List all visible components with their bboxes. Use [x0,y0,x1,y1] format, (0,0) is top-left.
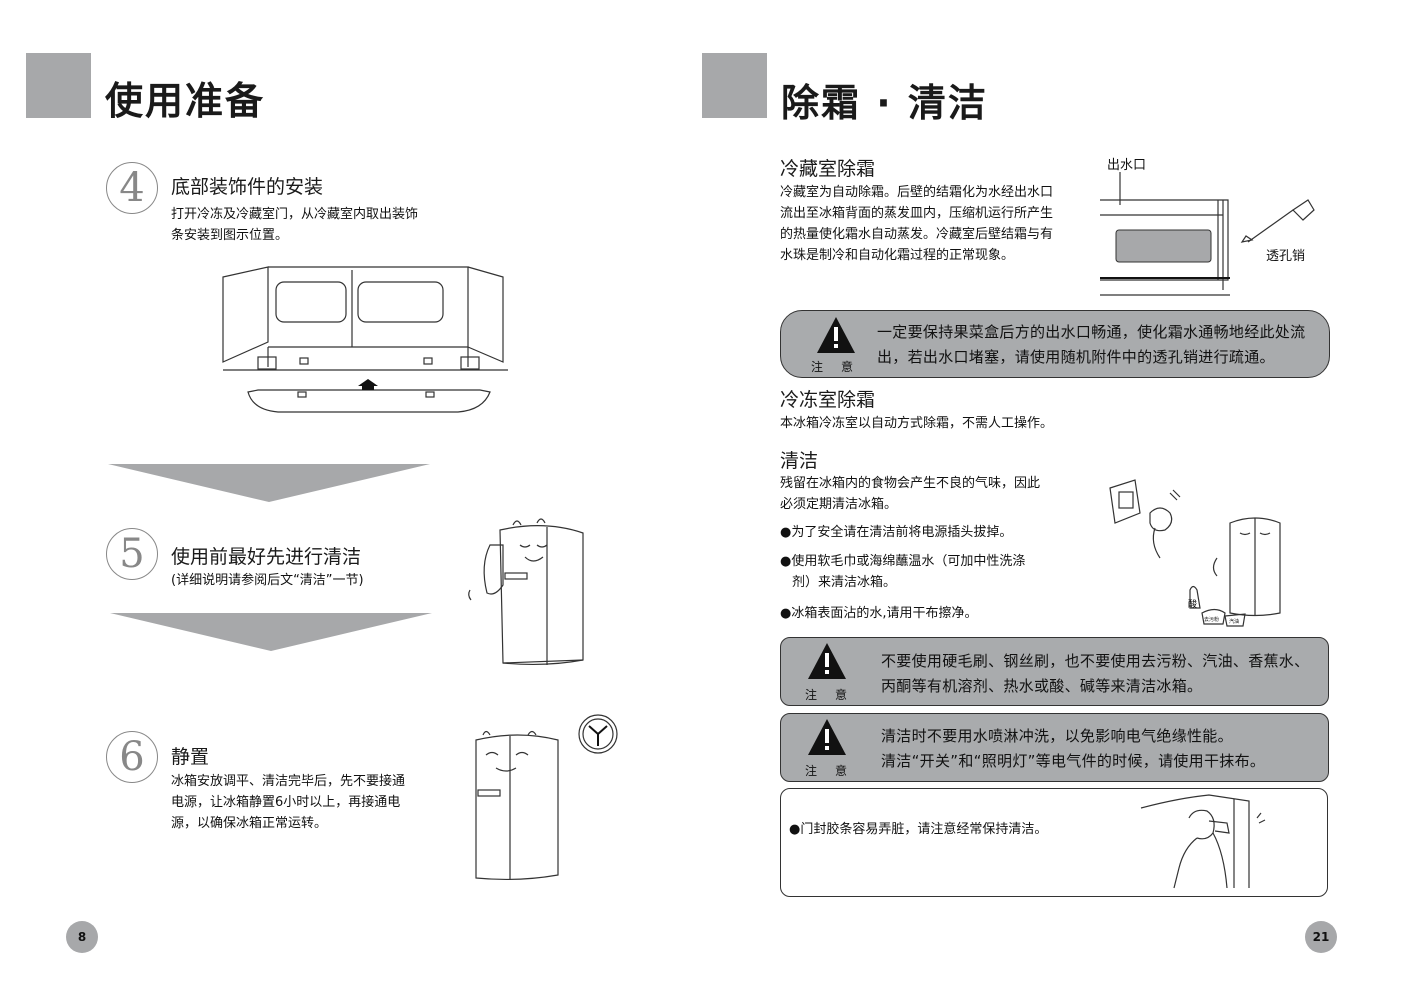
step4-line1: 打开冷冻及冷藏室门，从冷藏室内取出装饰 [171,207,419,222]
warning1-line1: 一定要保持果菜盒后方的出水口畅通，使化霜水通畅地经此处流 [877,323,1306,341]
fridge-defrost-text: 冷藏室为自动除霜。后壁的结霜化为水经出水口 流出至冰箱背面的蒸发皿内，压缩机运行… [780,182,1080,266]
warning-icon [808,643,846,679]
bottle-label-gasoline: 汽油 [1229,618,1239,625]
warning-text-1: 一定要保持果菜盒后方的出水口畅通，使化霜水通畅地经此处流 出，若出水口堵塞，请使… [877,320,1327,370]
step-arrow-2 [110,613,432,651]
right-page-number: 21 [1305,921,1337,953]
left-header-block [26,53,91,118]
warning-icon [817,317,855,353]
unplug-cleaning-illustration: 酸 去污粉 汽油 [1109,479,1281,627]
cleaning-bullet-2: ●使用软毛巾或海绵蘸温水（可加中性洗涤 [780,554,1026,569]
step5-number: 5 [106,528,158,580]
step5-title: 使用前最好先进行清洁 [171,546,362,568]
gasket-note-box: ●门封胶条容易弄脏，请注意经常保持清洁。 [780,788,1328,897]
warning-label-3: 注意 [805,764,866,778]
cleaning-bullet-3: ●冰箱表面沾的水,请用干布擦净。 [780,606,978,621]
warning-text-2: 不要使用硬毛刷、钢丝刷，也不要使用去污粉、汽油、香蕉水、 丙酮等有机溶剂、热水或… [881,649,1326,699]
step6-line1: 冰箱安放调平、清洁完毕后，先不要接通 [171,774,406,789]
step-arrow-1 [108,464,430,502]
drain-outlet-illustration [1100,172,1315,296]
warning3-line1: 清洁时不要用水喷淋冲洗，以免影响电气绝缘性能。 [881,727,1233,745]
pin-label: 透孔销 [1266,249,1306,264]
cleaning-line2: 必须定期清洁冰箱。 [780,497,898,512]
fridge-defrost-line3: 的热量使化霜水自动蒸发。冷藏室后壁结霜与有 [780,227,1054,242]
step4-text: 打开冷冻及冷藏室门，从冷藏室内取出装饰 条安装到图示位置。 [171,204,441,246]
warning-icon [808,719,846,755]
warning2-line1: 不要使用硬毛刷、钢丝刷，也不要使用去污粉、汽油、香蕉水、 [881,652,1310,670]
fridge-defrost-line4: 水珠是制冷和自动化霜过程的正常现象。 [780,248,1015,263]
fridge-defrost-line1: 冷藏室为自动除霜。后壁的结霜化为水经出水口 [780,185,1054,200]
outlet-label: 出水口 [1107,158,1147,173]
step5-text: (详细说明请参阅后文“清洁”一节) [171,570,441,591]
cleaning-bullet-2-cont: 剂）来清洁冰箱。 [792,575,897,590]
step5-line1: (详细说明请参阅后文“清洁”一节) [171,573,364,588]
step6-line3: 源，以确保冰箱正常运转。 [171,816,328,831]
left-page-title: 使用准备 [105,79,266,123]
warning-box-2: 注意 不要使用硬毛刷、钢丝刷，也不要使用去污粉、汽油、香蕉水、 丙酮等有机溶剂、… [780,637,1329,706]
gasket-note-text: ●门封胶条容易弄脏，请注意经常保持清洁。 [789,822,1048,837]
step4-title: 底部装饰件的安装 [171,176,324,198]
left-page-number: 8 [66,921,98,953]
freezer-defrost-text: 本冰箱冷冻室以自动方式除霜，不需人工操作。 [780,416,1054,431]
step4-line2: 条安装到图示位置。 [171,228,289,243]
warning-box-1: 注意 一定要保持果菜盒后方的出水口畅通，使化霜水通畅地经此处流 出，若出水口堵塞… [780,310,1330,378]
step4-number: 4 [106,162,158,214]
bottle-label-acid: 酸 [1188,599,1197,610]
freezer-defrost-heading: 冷冻室除霜 [780,389,876,411]
warning-text-3: 清洁时不要用水喷淋冲洗，以免影响电气绝缘性能。 清洁“开关”和“照明灯”等电气件… [881,724,1326,774]
right-header-block [702,53,767,118]
cleaning-line1: 残留在冰箱内的食物会产生不良的气味，因此 [780,476,1041,491]
warning-box-3: 注意 清洁时不要用水喷淋冲洗，以免影响电气绝缘性能。 清洁“开关”和“照明灯”等… [780,713,1329,782]
warning3-line2: 清洁“开关”和“照明灯”等电气件的时候，请使用干抹布。 [881,752,1266,770]
resting-fridge-illustration [475,714,618,881]
warning1-line2: 出，若出水口堵塞，请使用随机附件中的透孔销进行疏通。 [877,348,1275,366]
cleaning-heading: 清洁 [780,450,819,472]
step6-text: 冰箱安放调平、清洁完毕后，先不要接通 电源，让冰箱静置6小时以上，再接通电 源，… [171,771,441,834]
bottle-label-powder: 去污粉 [1204,616,1219,623]
trim-install-illustration [222,266,508,413]
warning-label-1: 注意 [811,360,872,374]
fridge-defrost-line2: 流出至冰箱背面的蒸发皿内，压缩机运行所产生 [780,206,1054,221]
cleaning-fridge-illustration [468,518,584,666]
cleaning-text: 残留在冰箱内的食物会产生不良的气味，因此 必须定期清洁冰箱。 [780,473,1070,515]
gasket-cleaning-illustration [1140,794,1266,889]
warning-label-2: 注意 [805,688,866,702]
fridge-defrost-heading: 冷藏室除霜 [780,158,876,180]
cleaning-bullet-1: ●为了安全请在清洁前将电源插头拔掉。 [780,525,1013,540]
right-page-title: 除霜 · 清洁 [781,81,988,125]
step6-line2: 电源，让冰箱静置6小时以上，再接通电 [171,795,401,810]
warning2-line2: 丙酮等有机溶剂、热水或酸、碱等来清洁冰箱。 [881,677,1203,695]
step6-number: 6 [106,731,158,783]
step6-title: 静置 [171,746,210,768]
